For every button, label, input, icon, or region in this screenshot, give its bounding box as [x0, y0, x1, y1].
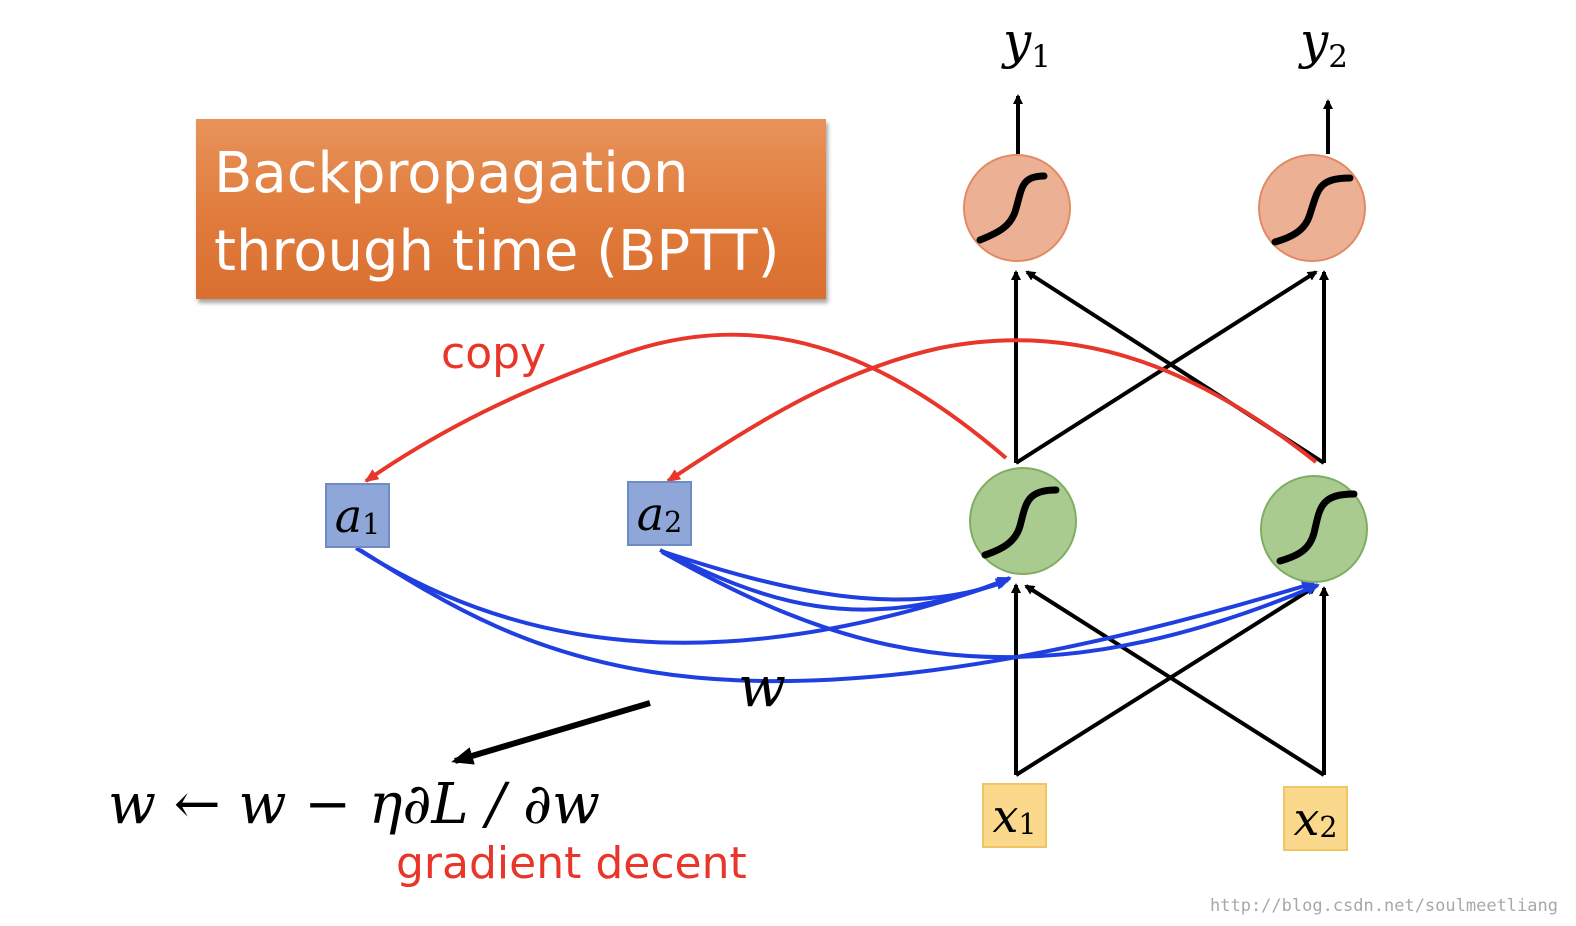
weight-label: w [738, 655, 786, 720]
output-y1-sub: 1 [1031, 39, 1051, 76]
sigmoid-icon [1271, 174, 1354, 246]
sigmoid-icon [981, 486, 1060, 559]
input-to-hidden-edges [1011, 583, 1329, 777]
edge-x2-h1 [1024, 584, 1326, 777]
copy-label: copy [441, 328, 547, 379]
hidden-neuron-2 [1260, 475, 1368, 583]
memory-a1-sub: 1 [362, 507, 381, 541]
edge-x1-h2 [1014, 584, 1318, 777]
sigmoid-icon [1276, 490, 1358, 565]
weight-a2-h1-b [663, 550, 1005, 602]
gradient-label: gradient decent [396, 838, 747, 889]
copy-arrow-h2-a2 [666, 338, 1318, 483]
output-neuron-1 [963, 154, 1071, 262]
weight-arrows [354, 546, 1320, 684]
input-x1-symbol: x [992, 788, 1019, 843]
watermark: http://blog.csdn.net/soulmeetliang [1210, 896, 1558, 916]
copy-arrows [364, 332, 1318, 483]
title-box: Backpropagation through time (BPTT) [196, 119, 826, 299]
weight-a1-h1 [354, 546, 1010, 645]
output-y1: y1 [1003, 12, 1051, 75]
output-y2: y2 [1300, 12, 1348, 75]
output-edges [1013, 94, 1333, 154]
title-line-1: Backpropagation [214, 141, 689, 206]
memory-a1-symbol: a [334, 488, 363, 543]
copy-arrow-h1-a1 [364, 332, 1008, 483]
hidden-neuron-1 [969, 467, 1077, 575]
memory-a2-sub: 2 [664, 505, 683, 539]
input-x2-symbol: x [1293, 791, 1320, 846]
output-y2-symbol: y [1300, 12, 1329, 70]
weight-a2-h2 [661, 550, 1320, 660]
weight-a2-h1 [659, 548, 1012, 612]
memory-a2-symbol: a [636, 486, 665, 541]
output-neuron-2 [1258, 154, 1366, 262]
input-x1-sub: 1 [1018, 807, 1037, 841]
sigmoid-icon [976, 172, 1048, 244]
update-rule: w ← w − η∂L / ∂w [108, 772, 600, 837]
title-line-2: through time (BPTT) [214, 219, 780, 284]
output-y2-sub: 2 [1328, 39, 1348, 76]
weight-a1-h2 [358, 548, 1316, 684]
output-y1-symbol: y [1003, 12, 1032, 70]
gradient-arrow [451, 700, 651, 765]
input-x2-sub: 2 [1319, 810, 1338, 844]
edge-h1-o2 [1014, 270, 1318, 465]
